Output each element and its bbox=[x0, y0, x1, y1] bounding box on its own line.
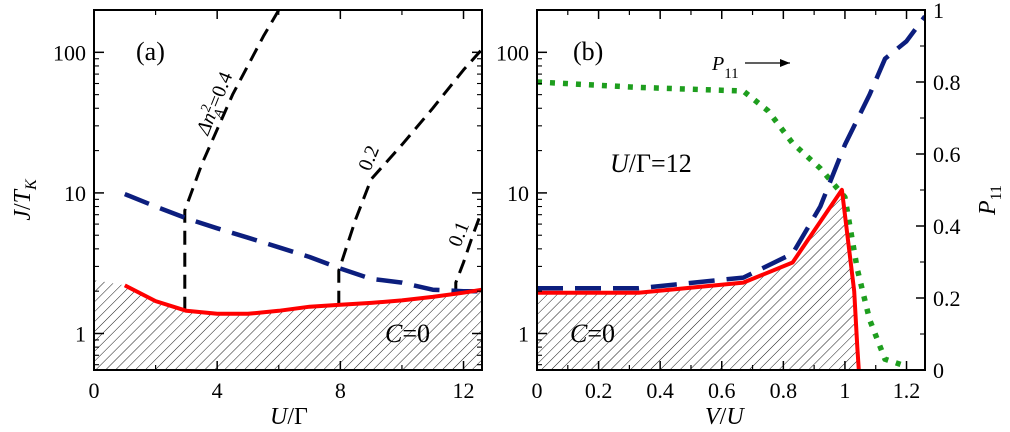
panel-b-p11-annotation: P11 bbox=[711, 53, 739, 82]
panel-a-y-axis-title: J/TK bbox=[10, 178, 40, 221]
panel-b-right-y-tick-label: 0.8 bbox=[933, 70, 961, 95]
panel-b-right-y-tick-label: 0 bbox=[933, 358, 944, 383]
panel-a-x-tick-label: 0 bbox=[89, 378, 100, 403]
panel-b-x-tick-label: 0.6 bbox=[708, 378, 736, 403]
panel-a-y-tick-label: 1 bbox=[75, 321, 86, 346]
panel-b-x-tick-label: 0.4 bbox=[646, 378, 674, 403]
panel-a-series-blue-long-dash-1 bbox=[123, 192, 482, 294]
panel-a-series-black-dash-2 bbox=[183, 10, 281, 311]
panel-b-hatched-region bbox=[537, 189, 859, 370]
panel-b-right-y-tick-label: 1 bbox=[933, 0, 944, 23]
panel-b-y-tick-label: 1 bbox=[518, 321, 529, 346]
panel-b-x-tick-label: 0.8 bbox=[770, 378, 798, 403]
panel-a-series-black-dash-4 bbox=[454, 209, 482, 295]
panel-b-p11-arrow bbox=[745, 59, 790, 67]
panel-b-x-tick-label: 1 bbox=[839, 378, 850, 403]
panel-a-y-tick-label: 10 bbox=[64, 181, 86, 206]
panel-b-right-y-tick-label: 0.2 bbox=[933, 286, 961, 311]
panel-b-u-gamma-label: U/Γ=12 bbox=[610, 149, 692, 178]
panel-b-right-y-axis-title: P11 bbox=[975, 185, 1005, 216]
panel-a-x-axis-title: U/Γ bbox=[270, 404, 308, 430]
panel-b-series-green-dotted-2 bbox=[537, 79, 908, 370]
panel-a-label: (a) bbox=[136, 37, 165, 66]
panel-b-right-y-tick-label: 0.6 bbox=[933, 142, 961, 167]
panel-a-series-red-solid-0 bbox=[123, 283, 482, 316]
panel-b-x-tick-label: 0 bbox=[532, 378, 543, 403]
panel-b-y-tick-label: 100 bbox=[496, 40, 529, 65]
panel-b-label: (b) bbox=[573, 37, 603, 66]
panel-a-frame bbox=[93, 9, 483, 371]
panel-a-series-black-dash-3 bbox=[337, 48, 482, 305]
panel-b-y-tick-label: 10 bbox=[507, 181, 529, 206]
panel-a-x-tick-label: 12 bbox=[453, 378, 475, 403]
panel-b-x-axis-title: V/U bbox=[705, 404, 745, 430]
panel-a-x-tick-label: 8 bbox=[335, 378, 346, 403]
panel-b-x-tick-label: 1.2 bbox=[893, 378, 921, 403]
panel-b-c-zero-label: C=0 bbox=[570, 319, 615, 348]
panel-b-right-y-tick-label: 0.4 bbox=[933, 214, 961, 239]
panel-a-x-tick-label: 4 bbox=[212, 378, 223, 403]
panel-b-x-tick-label: 0.2 bbox=[585, 378, 613, 403]
panel-a-c-zero-label: C=0 bbox=[385, 319, 430, 348]
panel-b-series-red-solid-0 bbox=[537, 187, 861, 370]
panel-a-y-tick-label: 100 bbox=[53, 40, 86, 65]
panel-b-series-blue-long-dash-1 bbox=[537, 15, 925, 291]
